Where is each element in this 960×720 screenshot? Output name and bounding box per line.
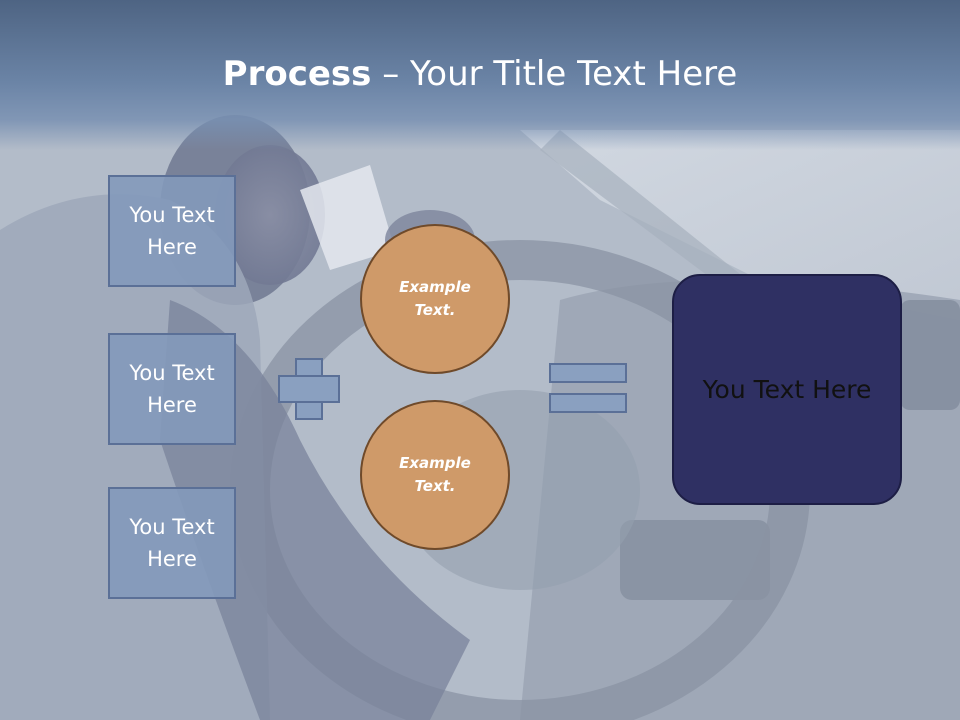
example-circle-2-label: Example Text.	[399, 454, 471, 495]
title-strong-part: Process	[222, 54, 372, 94]
text-box-2-label: You Text Here	[129, 361, 215, 417]
example-circle-1[interactable]: Example Text.	[360, 224, 510, 374]
text-box-3-label: You Text Here	[129, 515, 215, 571]
example-circle-1-label: Example Text.	[399, 278, 471, 319]
text-box-1-label: You Text Here	[129, 203, 215, 259]
result-box[interactable]: You Text Here	[672, 274, 902, 505]
result-box-label: You Text Here	[702, 375, 872, 404]
text-box-1[interactable]: You Text Here	[108, 175, 236, 287]
title-rest: Your Title Text Here	[410, 54, 738, 94]
example-circle-2[interactable]: Example Text.	[360, 400, 510, 550]
title-dash: –	[371, 54, 411, 94]
title-band	[0, 0, 960, 150]
text-box-2[interactable]: You Text Here	[108, 333, 236, 445]
text-box-3[interactable]: You Text Here	[108, 487, 236, 599]
slide-title: Process – Your Title Text Here	[0, 52, 960, 96]
